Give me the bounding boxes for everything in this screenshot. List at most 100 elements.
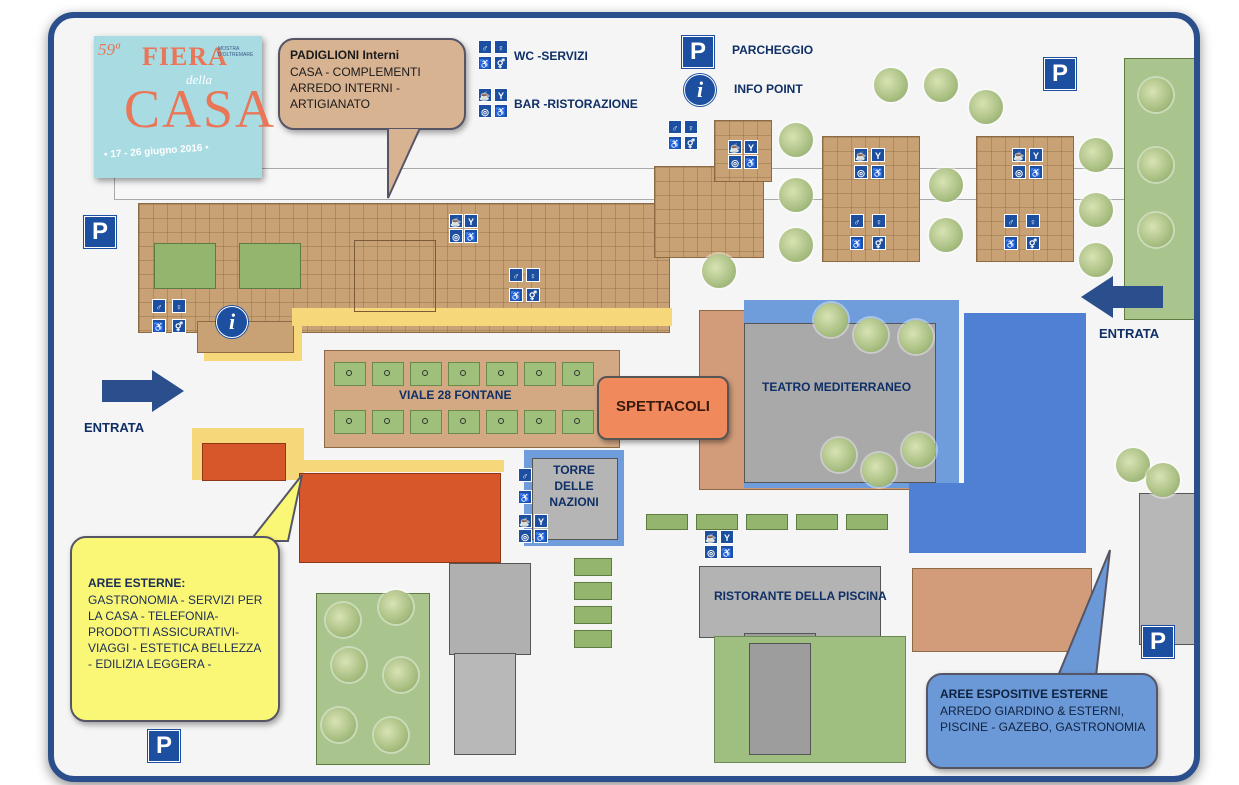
tree-icon bbox=[322, 708, 356, 742]
bar-icon: ☕ bbox=[478, 88, 492, 102]
parking-icon[interactable]: P bbox=[148, 730, 180, 762]
info-point-icon[interactable]: i bbox=[216, 306, 248, 338]
accessible-icon: ♿ bbox=[478, 56, 492, 70]
tree-icon bbox=[1139, 78, 1173, 112]
outdoor-area-large[interactable] bbox=[299, 473, 501, 563]
tree-icon bbox=[384, 658, 418, 692]
legend-bar-label: BAR -RISTORAZIONE bbox=[514, 97, 638, 111]
restaurant-icon: ◎ bbox=[704, 545, 718, 559]
wc-icon: ⚥ bbox=[172, 319, 186, 333]
pavilion-entrance[interactable] bbox=[714, 120, 772, 182]
aree-esterne-body: GASTRONOMIA - SERVIZI PER LA CASA - TELE… bbox=[88, 593, 263, 671]
parking-icon[interactable]: P bbox=[1142, 626, 1174, 658]
pavilion-hall bbox=[354, 240, 436, 312]
wc-icon: ♀ bbox=[494, 40, 508, 54]
tree-icon bbox=[902, 433, 936, 467]
wc-icon: ♂ bbox=[668, 120, 682, 134]
logo-dates: • 17 - 26 giugno 2016 • bbox=[103, 142, 210, 161]
viale-label: VIALE 28 FONTANE bbox=[399, 388, 512, 402]
aree-espositive-callout[interactable]: AREE ESPOSITIVE ESTERNE ARREDO GIARDINO … bbox=[926, 673, 1158, 769]
tree-icon bbox=[899, 320, 933, 354]
logo-casa: CASA bbox=[124, 79, 277, 139]
tree-icon bbox=[326, 603, 360, 637]
tree-icon bbox=[379, 590, 413, 624]
fountain bbox=[334, 362, 366, 386]
accessible-icon: ♿ bbox=[668, 136, 682, 150]
tree-icon bbox=[1116, 448, 1150, 482]
padiglioni-body: CASA - COMPLEMENTI ARREDO INTERNI - ARTI… bbox=[290, 65, 421, 111]
bar-icon: ☕ bbox=[518, 514, 532, 528]
wc-icon: ♂ bbox=[850, 214, 864, 228]
expo-area-horizontal[interactable] bbox=[909, 483, 1086, 553]
aree-esterne-callout[interactable]: AREE ESTERNE: GASTRONOMIA - SERVIZI PER … bbox=[70, 536, 280, 722]
tree-icon bbox=[854, 318, 888, 352]
building-center-2 bbox=[454, 653, 516, 755]
legend-wc-label: WC -SERVIZI bbox=[514, 49, 588, 63]
padiglioni-callout[interactable]: PADIGLIONI Interni CASA - COMPLEMENTI AR… bbox=[278, 38, 466, 130]
yellow-strip bbox=[294, 460, 504, 472]
bar-icon: Y bbox=[744, 140, 758, 154]
tree-icon bbox=[1139, 148, 1173, 182]
restaurant-icon: ◎ bbox=[728, 155, 742, 169]
wc-icon: ♀ bbox=[684, 120, 698, 134]
fountain bbox=[410, 410, 442, 434]
wc-icon: ♂ bbox=[509, 268, 523, 282]
bar-icon: Y bbox=[464, 214, 478, 228]
tree-icon bbox=[822, 438, 856, 472]
padiglioni-pointer bbox=[387, 128, 422, 199]
expo-area-bottom[interactable] bbox=[912, 568, 1092, 652]
entrance-arrow-right bbox=[1081, 276, 1163, 318]
bar-icon: Y bbox=[720, 530, 734, 544]
parking-icon[interactable]: P bbox=[1044, 58, 1076, 90]
fountain bbox=[524, 362, 556, 386]
tree-icon bbox=[814, 303, 848, 337]
green-plots-row bbox=[646, 514, 906, 544]
pavilion-annex[interactable] bbox=[654, 166, 764, 258]
fountain bbox=[562, 410, 594, 434]
bar-icon: Y bbox=[534, 514, 548, 528]
tree-icon bbox=[332, 648, 366, 682]
entrance-arrow-left bbox=[102, 370, 184, 412]
building-right bbox=[1139, 493, 1194, 645]
fiera-logo: 59ª FIERA della MOSTRA D'OLTREMARE CASA … bbox=[94, 36, 274, 178]
accessible-icon: ♿ bbox=[720, 545, 734, 559]
entrata-left-label: ENTRATA bbox=[84, 420, 145, 435]
tree-icon bbox=[862, 453, 896, 487]
restaurant-icon: ◎ bbox=[518, 529, 532, 543]
logo-della: della bbox=[186, 72, 212, 87]
parking-icon[interactable]: P bbox=[84, 216, 116, 248]
tree-icon bbox=[969, 90, 1003, 124]
bar-icon: Y bbox=[1029, 148, 1043, 162]
accessible-icon: ♿ bbox=[152, 319, 166, 333]
tree-icon bbox=[374, 718, 408, 752]
ristorante-della-piscina[interactable] bbox=[699, 566, 881, 638]
fountain bbox=[410, 362, 442, 386]
tree-icon bbox=[1079, 138, 1113, 172]
restaurant-icon: ◎ bbox=[854, 165, 868, 179]
yellow-strip bbox=[292, 308, 672, 326]
tree-icon bbox=[1139, 213, 1173, 247]
legend-info-icon: i bbox=[684, 74, 716, 106]
bar-icon: ☕ bbox=[728, 140, 742, 154]
map-frame: ☕ Y ◎ ♿ ♂ ♀ ♿ ⚥ ♂ ♀ ♿ ⚥ ♂ ♀ ♿ ⚥ ☕ Y ◎ ♿ … bbox=[48, 12, 1200, 782]
accessible-icon: ♿ bbox=[509, 288, 523, 302]
spettacoli-callout[interactable]: SPETTACOLI bbox=[597, 376, 729, 440]
outdoor-area-small[interactable] bbox=[202, 443, 286, 481]
wc-icon: ⚥ bbox=[872, 236, 886, 250]
fountain bbox=[448, 362, 480, 386]
restaurant-icon: ◎ bbox=[1012, 165, 1026, 179]
fountain bbox=[372, 410, 404, 434]
bar-icon: Y bbox=[494, 88, 508, 102]
bar-icon: ☕ bbox=[704, 530, 718, 544]
aree-esterne-pointer bbox=[247, 474, 303, 542]
wc-icon: ♂ bbox=[1004, 214, 1018, 228]
teatro-label: TEATRO MEDITERRANEO bbox=[762, 380, 912, 394]
tree-icon bbox=[1079, 193, 1113, 227]
entrata-right-label: ENTRATA bbox=[1099, 326, 1160, 341]
wc-icon: ♀ bbox=[872, 214, 886, 228]
legend-info-label: INFO POINT bbox=[734, 82, 803, 96]
legend-parking-label: PARCHEGGIO bbox=[732, 43, 814, 57]
spettacoli-label: SPETTACOLI bbox=[616, 398, 710, 415]
wc-icon: ♀ bbox=[1026, 214, 1040, 228]
tree-icon bbox=[1079, 243, 1113, 277]
